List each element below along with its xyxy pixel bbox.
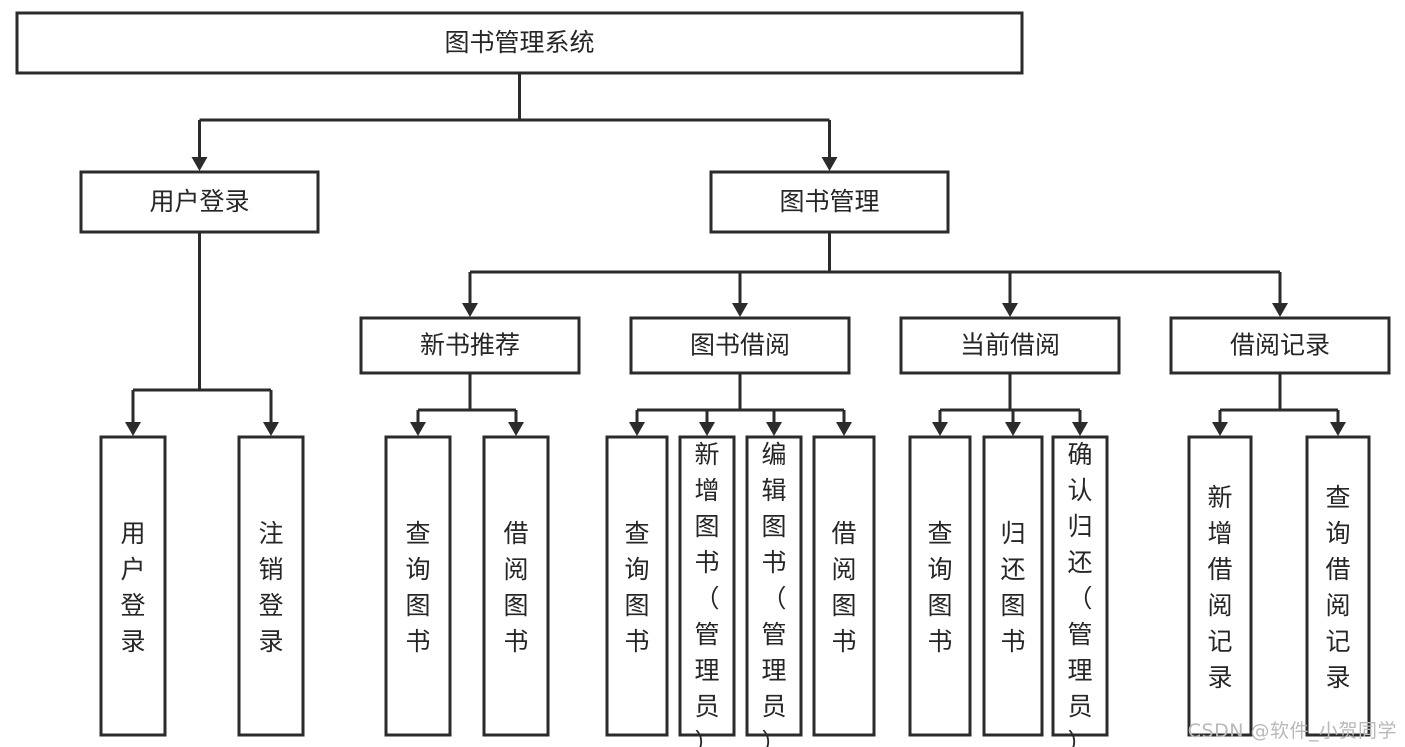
node-leaf-0-label: 用户登录 [120, 519, 145, 656]
node-leaf-6[interactable]: 编辑图书（管理员） [745, 435, 803, 747]
node-level2-1-label: 图书借阅 [690, 331, 790, 360]
node-leaf-3[interactable]: 借阅图书 [482, 435, 550, 737]
node-leaf-8-box[interactable] [908, 435, 972, 737]
node-leaf-5-label: 新增图书（管理员） [694, 440, 719, 747]
node-leaf-0-box[interactable] [99, 435, 167, 737]
node-level2-3[interactable]: 借阅记录 [1169, 316, 1391, 375]
node-leaf-8-label: 查询图书 [927, 519, 952, 656]
node-root-label: 图书管理系统 [444, 28, 594, 57]
node-root-box[interactable] [15, 11, 1024, 75]
node-leaf-11-label: 新增借阅记录 [1207, 483, 1232, 692]
node-leaf-10-box[interactable] [1051, 435, 1109, 737]
connector-layer [125, 73, 1346, 436]
node-level2-2[interactable]: 当前借阅 [899, 316, 1121, 375]
node-level1-0[interactable]: 用户登录 [79, 170, 320, 234]
node-leaf-3-box[interactable] [482, 435, 550, 737]
node-leaf-5[interactable]: 新增图书（管理员） [678, 435, 736, 747]
node-level2-1[interactable]: 图书借阅 [629, 316, 851, 375]
node-leaf-6-box[interactable] [745, 435, 803, 737]
node-leaf-3-label: 借阅图书 [503, 519, 528, 656]
node-leaf-7[interactable]: 借阅图书 [812, 435, 876, 737]
node-level2-2-label: 当前借阅 [960, 331, 1060, 360]
node-leaf-5-box[interactable] [678, 435, 736, 737]
node-leaf-0[interactable]: 用户登录 [99, 435, 167, 737]
node-level2-2-box[interactable] [899, 316, 1121, 375]
node-level1-0-label: 用户登录 [149, 187, 249, 216]
node-root[interactable]: 图书管理系统 [15, 11, 1024, 75]
node-level1-0-box[interactable] [79, 170, 320, 234]
node-leaf-1-box[interactable] [237, 435, 305, 737]
node-leaf-2[interactable]: 查询图书 [384, 435, 452, 737]
node-leaf-9-label: 归还图书 [1000, 519, 1025, 656]
node-level1-1-label: 图书管理 [779, 187, 879, 216]
node-leaf-9-box[interactable] [982, 435, 1044, 737]
node-leaf-10[interactable]: 确认归还（管理员） [1051, 435, 1109, 747]
node-level1-1-box[interactable] [709, 170, 950, 234]
node-leaf-12-box[interactable] [1305, 435, 1371, 737]
node-leaf-7-box[interactable] [812, 435, 876, 737]
node-leaf-12-label: 查询借阅记录 [1325, 483, 1350, 692]
node-level2-3-label: 借阅记录 [1230, 331, 1330, 360]
node-leaf-7-label: 借阅图书 [831, 519, 856, 656]
node-leaf-2-box[interactable] [384, 435, 452, 737]
node-level2-0-box[interactable] [359, 316, 581, 375]
node-leaf-11[interactable]: 新增借阅记录 [1187, 435, 1253, 737]
node-leaf-2-label: 查询图书 [405, 519, 430, 656]
node-leaf-12[interactable]: 查询借阅记录 [1305, 435, 1371, 737]
node-level2-3-box[interactable] [1169, 316, 1391, 375]
node-level2-1-box[interactable] [629, 316, 851, 375]
node-level1-1[interactable]: 图书管理 [709, 170, 950, 234]
node-level2-0-label: 新书推荐 [420, 331, 520, 360]
node-leaf-11-box[interactable] [1187, 435, 1253, 737]
node-level2-0[interactable]: 新书推荐 [359, 316, 581, 375]
node-leaf-6-label: 编辑图书（管理员） [761, 440, 786, 747]
node-leaf-1-label: 注销登录 [258, 519, 283, 656]
node-leaf-4[interactable]: 查询图书 [605, 435, 669, 737]
node-leaf-10-label: 确认归还（管理员） [1067, 440, 1092, 747]
node-leaf-4-label: 查询图书 [624, 519, 649, 656]
node-layer: 图书管理系统用户登录图书管理新书推荐图书借阅当前借阅借阅记录用户登录注销登录查询… [15, 11, 1391, 747]
node-leaf-9[interactable]: 归还图书 [982, 435, 1044, 737]
node-leaf-8[interactable]: 查询图书 [908, 435, 972, 737]
node-leaf-1[interactable]: 注销登录 [237, 435, 305, 737]
node-leaf-4-box[interactable] [605, 435, 669, 737]
